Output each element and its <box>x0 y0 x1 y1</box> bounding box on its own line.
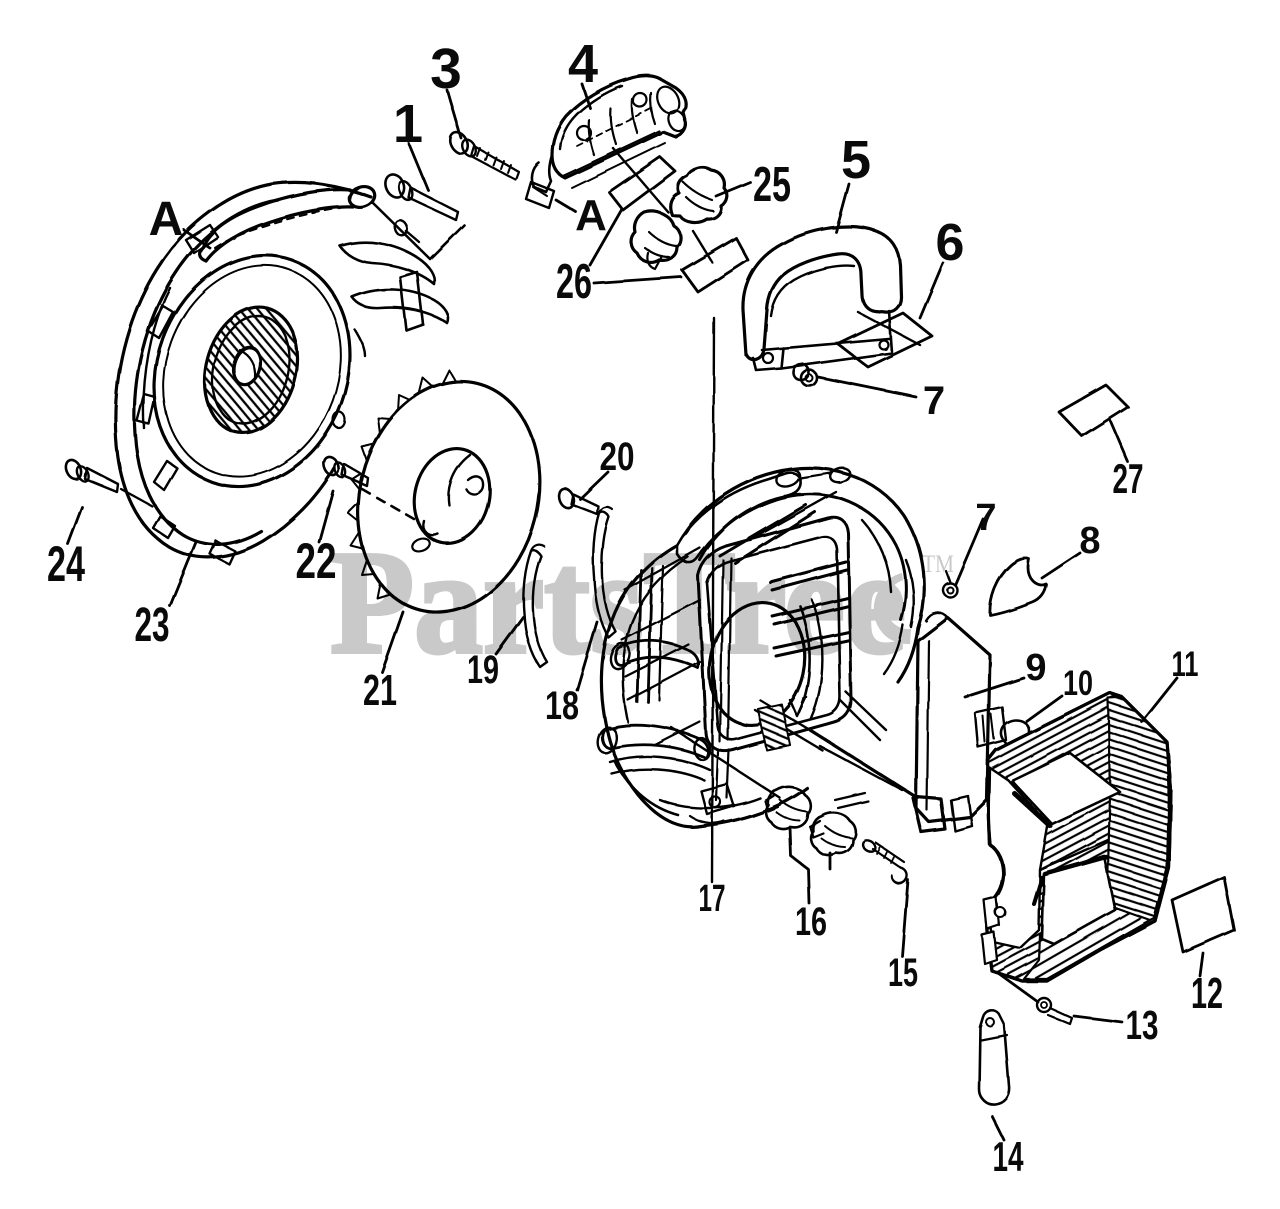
svg-text:14: 14 <box>993 1133 1024 1180</box>
svg-text:7: 7 <box>923 379 945 423</box>
svg-text:8: 8 <box>1079 520 1100 562</box>
svg-text:24: 24 <box>47 536 85 592</box>
svg-text:3: 3 <box>430 37 462 101</box>
svg-text:13: 13 <box>1126 1002 1159 1048</box>
svg-text:5: 5 <box>841 130 871 190</box>
svg-text:12: 12 <box>1191 969 1223 1018</box>
svg-text:9: 9 <box>1025 647 1046 689</box>
svg-text:22: 22 <box>296 533 337 589</box>
svg-text:1: 1 <box>393 94 423 154</box>
svg-text:18: 18 <box>545 684 579 728</box>
svg-text:A: A <box>149 193 184 246</box>
svg-text:19: 19 <box>467 648 499 692</box>
svg-text:23: 23 <box>135 599 170 652</box>
svg-text:21: 21 <box>363 666 397 715</box>
svg-text:TM: TM <box>922 551 954 578</box>
svg-text:20: 20 <box>600 435 635 479</box>
svg-text:6: 6 <box>936 214 965 272</box>
svg-text:4: 4 <box>568 34 598 94</box>
svg-text:7: 7 <box>975 497 996 539</box>
svg-text:A: A <box>575 191 607 240</box>
svg-text:15: 15 <box>888 951 918 995</box>
svg-text:10: 10 <box>1063 664 1093 703</box>
svg-text:17: 17 <box>699 878 726 920</box>
svg-text:25: 25 <box>753 158 791 212</box>
svg-text:11: 11 <box>1172 645 1199 684</box>
svg-text:27: 27 <box>1113 455 1144 502</box>
svg-text:16: 16 <box>795 900 827 944</box>
svg-text:26: 26 <box>556 255 592 309</box>
